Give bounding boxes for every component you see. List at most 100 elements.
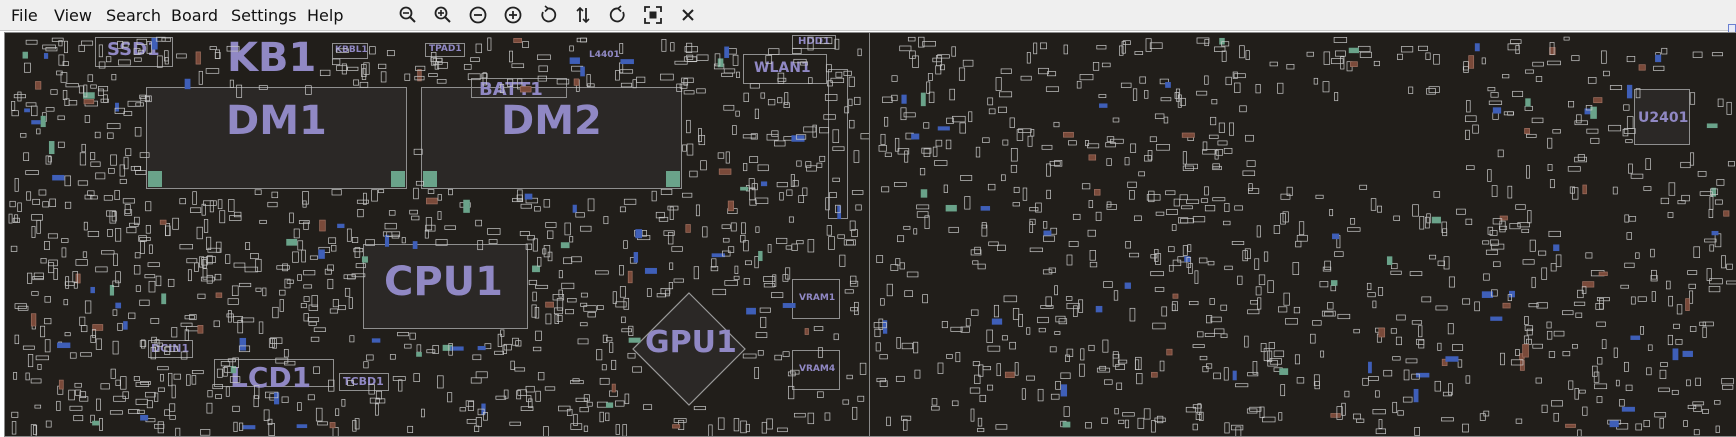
smd-component [750, 133, 758, 140]
smd-component [1490, 239, 1499, 246]
board-view-bottom[interactable]: U2401 [869, 32, 1736, 437]
smd-component [1714, 233, 1722, 248]
smd-component [569, 57, 580, 64]
rotate-left-icon[interactable] [537, 4, 559, 26]
ssd1-outline[interactable] [95, 37, 173, 67]
dm2-outline[interactable] [421, 87, 682, 189]
smd-component [1012, 308, 1020, 320]
smd-component [1635, 252, 1640, 259]
smd-component [1668, 182, 1676, 196]
smd-component [543, 426, 549, 436]
batt1-outline[interactable] [471, 78, 567, 98]
zoom-in-icon[interactable] [432, 4, 454, 26]
vram1-outline[interactable] [792, 279, 840, 319]
smd-component [327, 278, 334, 290]
zoom-in-circle-icon[interactable] [502, 4, 524, 26]
menu-settings[interactable]: Settings [231, 6, 297, 25]
zoom-out-circle-icon[interactable] [467, 4, 489, 26]
smd-component [1063, 406, 1070, 417]
smd-component [1247, 309, 1260, 315]
smd-component [698, 135, 706, 146]
smd-component [1699, 321, 1707, 326]
smd-component [599, 411, 604, 423]
smd-component [353, 248, 364, 253]
smd-component [416, 352, 422, 357]
smd-component [1571, 55, 1580, 62]
smd-component [64, 175, 71, 187]
smd-component [411, 215, 420, 221]
smd-component [347, 66, 359, 71]
smd-component [293, 228, 300, 239]
smd-component [300, 303, 307, 309]
smd-component [1443, 256, 1450, 270]
smd-component [524, 193, 533, 200]
tpad1-outline[interactable] [425, 43, 465, 57]
close-icon[interactable] [677, 4, 699, 26]
smd-component [575, 212, 585, 218]
flip-icon[interactable] [572, 4, 594, 26]
smd-component [233, 421, 238, 432]
smd-component [783, 136, 796, 141]
smd-component [25, 39, 38, 45]
smd-component [140, 414, 149, 421]
smd-component [1223, 148, 1233, 154]
smd-component [1693, 405, 1702, 412]
smd-component [407, 425, 414, 433]
smd-component [1390, 328, 1397, 334]
smd-component [1246, 408, 1258, 414]
smd-component [286, 238, 298, 246]
smd-component [685, 224, 691, 233]
lcd1-outline[interactable] [214, 359, 334, 387]
smd-component [1312, 320, 1322, 326]
smd-component [724, 280, 738, 286]
board-view-top[interactable]: SSD1 KB1 KBBL1 TPAD1 BATT1 L4401 HDD1 WL… [4, 32, 870, 437]
smd-component [115, 102, 119, 112]
smd-component [1199, 355, 1208, 361]
smd-component [207, 390, 213, 398]
kbbl1-outline[interactable] [332, 43, 368, 59]
u2401-outline[interactable] [1634, 89, 1690, 145]
smd-component [83, 92, 95, 99]
smd-component [119, 178, 127, 184]
smd-component [61, 247, 67, 258]
smd-component [844, 289, 854, 294]
smd-component [746, 307, 756, 315]
dcin1-outline[interactable] [148, 340, 193, 358]
smd-component [160, 373, 164, 382]
smd-component [1182, 151, 1187, 165]
rotate-right-icon[interactable] [607, 4, 629, 26]
smd-component [771, 292, 784, 298]
smd-component [1273, 350, 1285, 358]
smd-component [155, 275, 162, 287]
smd-component [1711, 230, 1719, 236]
menu-board[interactable]: Board [171, 6, 219, 25]
smd-component [901, 342, 913, 350]
smd-component [605, 412, 610, 422]
smd-component [721, 224, 731, 229]
smd-component [50, 89, 58, 95]
tcbd1-outline[interactable] [339, 373, 389, 391]
menu-help[interactable]: Help [307, 6, 344, 25]
dm1-outline[interactable] [146, 87, 407, 189]
smd-component [1050, 227, 1058, 235]
smd-component [286, 279, 294, 284]
smd-component [122, 198, 135, 204]
smd-component [1239, 105, 1247, 113]
gpu1-outline[interactable] [631, 291, 747, 407]
zoom-out-icon[interactable] [397, 4, 419, 26]
smd-component [1202, 149, 1216, 155]
smd-component [960, 326, 970, 333]
smd-component [477, 408, 485, 416]
smd-component [1723, 210, 1730, 217]
smd-component [681, 77, 694, 83]
smd-component [154, 392, 159, 402]
component-scatter-bottom [873, 36, 1736, 436]
smd-component [140, 241, 145, 254]
smd-component [1055, 381, 1061, 390]
menu-search[interactable]: Search [106, 6, 161, 25]
menu-file[interactable]: File [11, 6, 38, 25]
menu-view[interactable]: View [54, 6, 92, 25]
smd-component [587, 312, 596, 318]
smd-component [1536, 302, 1548, 309]
fit-screen-icon[interactable] [642, 4, 664, 26]
